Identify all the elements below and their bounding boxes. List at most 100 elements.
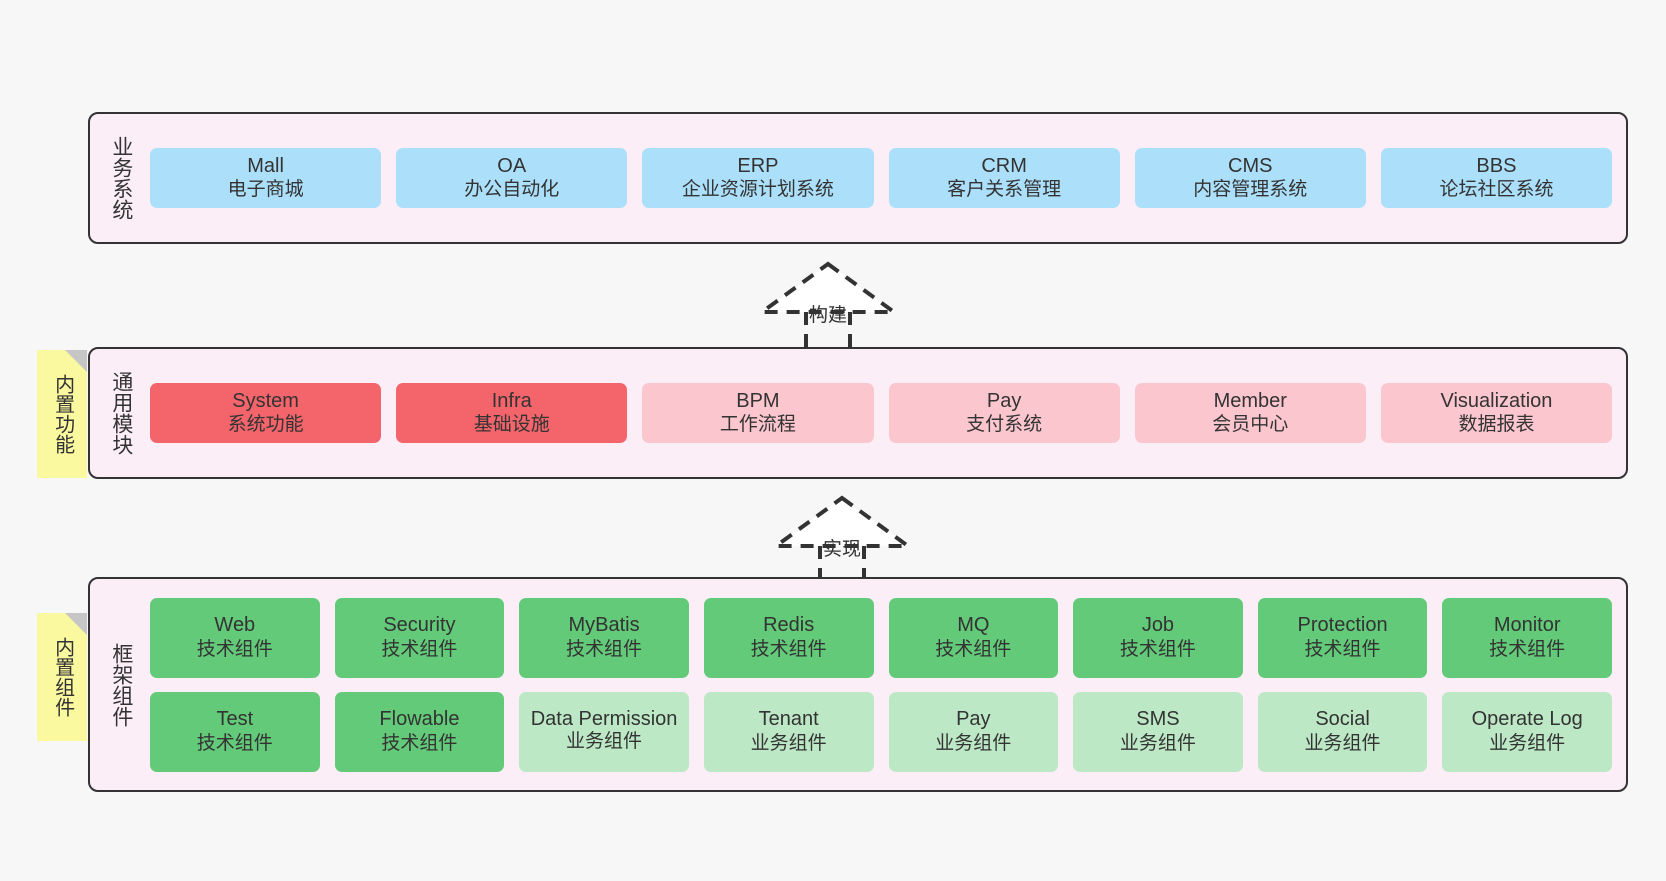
card-subtitle: 技术组件 <box>1119 638 1196 660</box>
card-title: Web <box>214 614 256 637</box>
sticky-note-builtin-components: 内置组件 <box>37 613 87 741</box>
card-title: Protection <box>1297 614 1388 637</box>
card-subtitle: 电子商城 <box>227 179 304 201</box>
card-flowable[interactable]: Flowable 技术组件 <box>334 691 505 772</box>
layer-label-business-system: 业务系统 <box>109 136 133 220</box>
card-title: Member <box>1213 389 1287 412</box>
card-social[interactable]: Social 业务组件 <box>1257 691 1428 772</box>
layer-framework-component: 框架组件 Web 技术组件 Security 技术组件 MyBatis 技术组件… <box>88 577 1628 792</box>
card-redis[interactable]: Redis 技术组件 <box>703 597 874 678</box>
card-bbs[interactable]: BBS 论坛社区系统 <box>1380 147 1613 209</box>
card-subtitle: 支付系统 <box>966 414 1043 436</box>
card-title: SMS <box>1136 708 1180 731</box>
note-fold-icon <box>65 350 87 372</box>
card-title: Pay <box>986 389 1022 412</box>
card-monitor[interactable]: Monitor 技术组件 <box>1442 597 1612 678</box>
card-subtitle: 技术组件 <box>750 638 827 660</box>
card-subtitle: 内容管理系统 <box>1193 179 1308 201</box>
card-subtitle: 数据报表 <box>1458 414 1535 436</box>
connector-implement: 实现 <box>772 492 912 584</box>
card-data-permission[interactable]: Data Permission 业务组件 <box>519 691 689 772</box>
card-title: MQ <box>957 614 990 637</box>
card-security[interactable]: Security 技术组件 <box>334 597 505 678</box>
card-title: Tenant <box>758 708 819 731</box>
card-title: BBS <box>1476 154 1517 177</box>
connector-build: 构建 <box>758 258 898 350</box>
card-protection[interactable]: Protection 技术组件 <box>1257 597 1428 678</box>
note-text: 内置组件 <box>51 637 74 717</box>
card-grid-common-module: System 系统功能 Infra 基础设施 BPM 工作流程 Pay 支付系统… <box>144 349 1626 477</box>
note-fold-icon <box>65 613 87 635</box>
card-subtitle: 技术组件 <box>381 732 458 754</box>
card-visualization[interactable]: Visualization 数据报表 <box>1380 382 1613 444</box>
card-subtitle: 工作流程 <box>719 414 796 436</box>
card-title: Mall <box>247 154 284 177</box>
card-pay[interactable]: Pay 支付系统 <box>888 382 1120 444</box>
layer-business-system: 业务系统 Mall 电子商城 OA 办公自动化 ERP 企业资源计划系统 CRM… <box>88 112 1628 244</box>
card-title: Job <box>1141 614 1175 637</box>
card-title: OA <box>497 154 527 177</box>
card-subtitle: 业务组件 <box>935 732 1012 754</box>
card-row: Test 技术组件 Flowable 技术组件 Data Permission … <box>150 691 1612 772</box>
layer-label-common-module: 通用模块 <box>109 371 133 455</box>
card-grid-business-system: Mall 电子商城 OA 办公自动化 ERP 企业资源计划系统 CRM 客户关系… <box>144 114 1626 242</box>
card-subtitle: 客户关系管理 <box>947 179 1062 201</box>
card-title: Social <box>1315 708 1370 731</box>
card-subtitle: 办公自动化 <box>464 179 560 201</box>
card-subtitle: 业务组件 <box>1489 732 1566 754</box>
card-subtitle: 论坛社区系统 <box>1439 179 1554 201</box>
card-mybatis[interactable]: MyBatis 技术组件 <box>519 597 689 678</box>
card-title: System <box>232 389 299 412</box>
card-title: BPM <box>736 389 780 412</box>
card-subtitle: 技术组件 <box>566 638 643 660</box>
card-title: Visualization <box>1440 389 1553 412</box>
card-subtitle: 技术组件 <box>381 638 458 660</box>
card-test[interactable]: Test 技术组件 <box>150 691 320 772</box>
card-title: Data Permission <box>530 707 678 730</box>
card-title: CRM <box>981 154 1027 177</box>
card-bpm[interactable]: BPM 工作流程 <box>642 382 874 444</box>
card-subtitle: 会员中心 <box>1212 414 1289 436</box>
card-crm[interactable]: CRM 客户关系管理 <box>888 147 1120 209</box>
card-subtitle: 基础设施 <box>473 414 550 436</box>
layer-label-framework-component: 框架组件 <box>109 642 133 727</box>
card-member[interactable]: Member 会员中心 <box>1134 382 1366 444</box>
card-row: Mall 电子商城 OA 办公自动化 ERP 企业资源计划系统 CRM 客户关系… <box>150 147 1613 209</box>
card-row: System 系统功能 Infra 基础设施 BPM 工作流程 Pay 支付系统… <box>150 382 1613 444</box>
connector-build-label: 构建 <box>808 305 847 326</box>
card-row: Web 技术组件 Security 技术组件 MyBatis 技术组件 Redi… <box>150 597 1612 678</box>
card-subtitle: 业务组件 <box>1119 732 1196 754</box>
card-operate-log[interactable]: Operate Log 业务组件 <box>1442 691 1612 772</box>
card-system[interactable]: System 系统功能 <box>150 382 382 444</box>
card-mq[interactable]: MQ 技术组件 <box>888 597 1059 678</box>
card-oa[interactable]: OA 办公自动化 <box>396 147 628 209</box>
card-sms[interactable]: SMS 业务组件 <box>1073 691 1243 772</box>
card-job[interactable]: Job 技术组件 <box>1073 597 1243 678</box>
card-title: ERP <box>737 154 779 177</box>
card-title: Test <box>216 708 254 731</box>
card-infra[interactable]: Infra 基础设施 <box>396 382 628 444</box>
card-web[interactable]: Web 技术组件 <box>150 597 320 678</box>
card-cms[interactable]: CMS 内容管理系统 <box>1134 147 1366 209</box>
note-text: 内置功能 <box>51 374 74 454</box>
card-title: Flowable <box>379 708 460 731</box>
connector-implement-label: 实现 <box>822 539 861 560</box>
card-subtitle: 业务组件 <box>1304 732 1381 754</box>
card-mall[interactable]: Mall 电子商城 <box>150 147 382 209</box>
card-subtitle: 技术组件 <box>1304 638 1381 660</box>
card-subtitle: 系统功能 <box>227 414 304 436</box>
card-subtitle: 业务组件 <box>566 731 643 753</box>
card-title: MyBatis <box>568 614 640 637</box>
card-subtitle: 技术组件 <box>196 732 273 754</box>
card-subtitle: 技术组件 <box>1489 638 1566 660</box>
card-tenant[interactable]: Tenant 业务组件 <box>703 691 874 772</box>
card-subtitle: 技术组件 <box>935 638 1012 660</box>
sticky-note-builtin-features: 内置功能 <box>37 350 87 478</box>
card-subtitle: 企业资源计划系统 <box>681 179 834 201</box>
card-grid-framework-component: Web 技术组件 Security 技术组件 MyBatis 技术组件 Redi… <box>144 579 1626 790</box>
card-erp[interactable]: ERP 企业资源计划系统 <box>642 147 874 209</box>
card-title: CMS <box>1228 154 1273 177</box>
card-pay-business[interactable]: Pay 业务组件 <box>888 691 1059 772</box>
card-title: Redis <box>763 614 815 637</box>
